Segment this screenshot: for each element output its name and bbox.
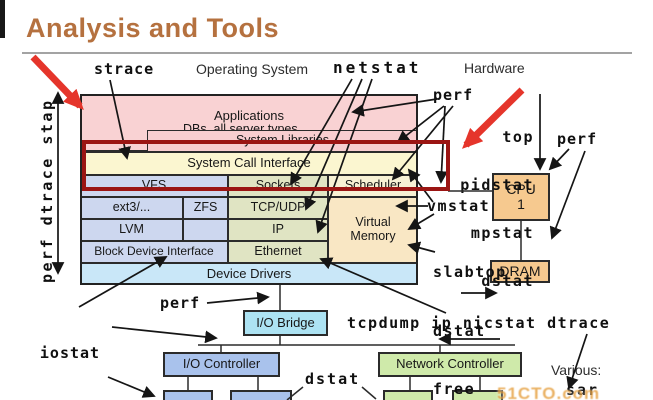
- memory-tools-list: slabtop dstat free top: [433, 224, 507, 400]
- io-controller-box: I/O Controller: [163, 352, 280, 377]
- free-label: free: [433, 380, 476, 398]
- watermark: 51CTO.com: [497, 384, 601, 400]
- slabtop-label: slabtop: [433, 263, 507, 281]
- ip-label: IP: [272, 222, 284, 237]
- cpu-label: CPU: [506, 180, 536, 197]
- strace-label: strace: [94, 60, 155, 78]
- tcp-udp-label: TCP/UDP: [250, 200, 306, 215]
- operating-system-label: Operating System: [196, 61, 309, 77]
- dram-box: DRAM: [490, 260, 550, 283]
- port-box-2: [452, 390, 503, 400]
- cell-ip: IP: [228, 219, 328, 241]
- dstat-bus-label: dstat: [305, 370, 361, 388]
- system-libraries-label: System Libraries: [235, 133, 330, 148]
- disk-tools-list: iostat iotop blktrace dtrace: [22, 305, 118, 400]
- top-label: top: [502, 128, 534, 146]
- cell-sockets: Sockets: [228, 175, 328, 197]
- page-title: Analysis and Tools: [26, 13, 280, 43]
- cell-empty: [183, 219, 228, 241]
- cell-vfs: VFS: [80, 175, 228, 197]
- cell-system-libraries: System Libraries: [147, 130, 418, 152]
- cell-ext3: ext3/...: [80, 197, 183, 219]
- pidstat-label: pidstat: [460, 176, 534, 194]
- cell-zfs: ZFS: [183, 197, 228, 219]
- cell-ethernet: Ethernet: [228, 241, 328, 263]
- vfs-label: VFS: [141, 178, 167, 193]
- cell-virtual-memory: Virtual Memory: [328, 197, 418, 263]
- dstat-label: dstat: [481, 272, 534, 290]
- port-box-1: [383, 390, 433, 400]
- cell-system-call-interface: System Call Interface: [80, 152, 418, 175]
- title-divider: [22, 52, 632, 54]
- zfs-label: ZFS: [193, 200, 218, 215]
- sockets-label: Sockets: [255, 178, 301, 193]
- netstat-label: netstat: [333, 58, 422, 77]
- ethernet-label: Ethernet: [254, 244, 302, 259]
- virtual-memory-label: Virtual Memory: [350, 215, 396, 243]
- applications-label: Applications: [213, 107, 285, 123]
- dram-label: DRAM: [499, 262, 541, 279]
- various-label: Various:: [551, 362, 602, 378]
- device-drivers-label: Device Drivers: [206, 265, 292, 281]
- cell-block-device-interface: Block Device Interface: [80, 241, 228, 263]
- io-bridge-box: I/O Bridge: [243, 310, 328, 336]
- cell-device-drivers: Device Drivers: [80, 263, 418, 285]
- block-device-interface-label: Block Device Interface: [94, 244, 214, 259]
- cell-lvm: LVM: [80, 219, 183, 241]
- perf-hw-label: perf: [557, 130, 598, 148]
- io-bridge-label: I/O Bridge: [256, 314, 315, 330]
- io-controller-label: I/O Controller: [182, 356, 261, 372]
- lvm-label: LVM: [119, 222, 144, 237]
- network-tools-label: tcpdump ip nicstat dtrace: [347, 314, 611, 332]
- scheduler-label: Scheduler: [344, 178, 402, 193]
- hardware-label: Hardware: [464, 60, 525, 76]
- disk-box-1: [163, 390, 213, 400]
- corner-mark: [0, 0, 5, 38]
- perf-io-label: perf: [160, 294, 201, 312]
- mpstat-label: mpstat: [470, 224, 534, 242]
- cell-tcp-udp: TCP/UDP: [228, 197, 328, 219]
- system-call-interface-label: System Call Interface: [187, 155, 311, 171]
- network-controller-box: Network Controller: [378, 352, 522, 377]
- perf-apps-label: perf: [433, 86, 474, 104]
- stack-tools-vertical-label: perf dtrace stap: [38, 98, 56, 284]
- vmstat-label: vmstat: [427, 197, 491, 215]
- network-controller-label: Network Controller: [396, 356, 504, 372]
- ext3-label: ext3/...: [112, 200, 151, 215]
- disk-box-2: [230, 390, 292, 400]
- cell-scheduler: Scheduler: [328, 175, 418, 197]
- cpu-number-label: 1: [517, 196, 525, 212]
- cpu-box: CPU 1: [492, 173, 550, 221]
- iostat-label: iostat: [39, 344, 101, 362]
